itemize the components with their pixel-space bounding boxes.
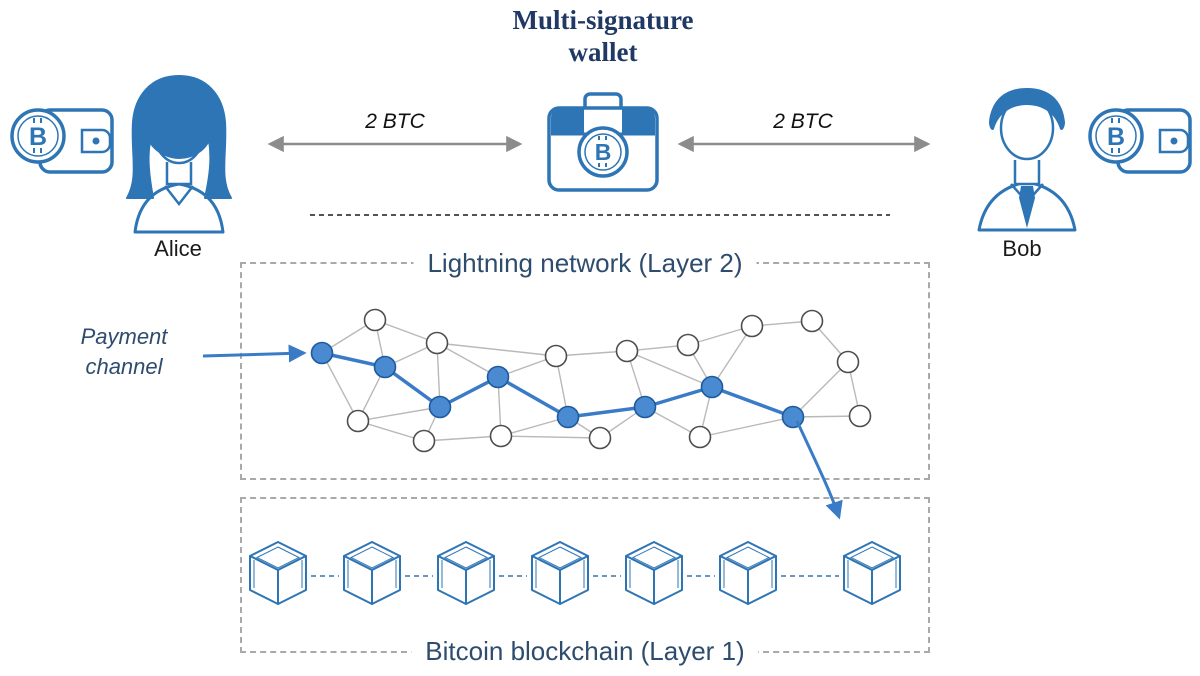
route-node xyxy=(373,355,397,379)
wallet-clasp-dot xyxy=(92,137,100,145)
payment-channel-label: Payment channel xyxy=(44,322,204,381)
diagram-title-line1: Multi-signature xyxy=(512,5,694,35)
payment-entry-arrow xyxy=(202,344,307,363)
network-edge xyxy=(436,342,499,378)
block-cube-icon xyxy=(625,541,683,605)
network-edge xyxy=(500,435,601,439)
multisig-briefcase-icon: B xyxy=(547,92,659,192)
route-node xyxy=(556,405,580,429)
payment-route-path xyxy=(320,351,795,419)
settlement-exit-arrow xyxy=(795,420,843,520)
network-edge xyxy=(321,352,359,422)
network-edge xyxy=(555,350,628,357)
blockchain-blocks xyxy=(249,541,901,605)
network-node xyxy=(412,429,436,453)
network-edge xyxy=(699,416,794,438)
network-node xyxy=(425,331,449,355)
network-edge xyxy=(423,435,502,442)
route-node xyxy=(310,341,334,365)
network-node xyxy=(615,339,639,363)
block-cube-icon xyxy=(531,541,589,605)
diagram-title: Multi-signature wallet xyxy=(453,4,753,69)
block-cube-icon xyxy=(437,541,495,605)
block-cube-icon xyxy=(249,541,307,605)
blockchain-layer-title: Bitcoin blockchain (Layer 1) xyxy=(411,636,759,667)
network-node xyxy=(346,409,370,433)
network-edge xyxy=(626,350,713,388)
route-node xyxy=(633,395,657,419)
route-node xyxy=(781,405,805,429)
network-edge xyxy=(357,406,441,422)
lightning-network-graph xyxy=(310,308,872,453)
lightning-layer-title: Lightning network (Layer 2) xyxy=(413,248,757,279)
left-amount-label: 2 BTC xyxy=(365,110,425,133)
network-edge xyxy=(357,420,425,442)
alice-name-label: Alice xyxy=(154,236,202,261)
network-node xyxy=(363,308,387,332)
bitcoin-wallet-icon: B xyxy=(1088,108,1192,174)
route-node xyxy=(700,375,724,399)
network-node xyxy=(489,424,513,448)
network-node xyxy=(676,333,700,357)
network-node xyxy=(688,425,712,449)
bitcoin-coin-icon xyxy=(577,126,629,178)
route-node xyxy=(486,365,510,389)
network-edge xyxy=(792,361,849,418)
payment-channel-line2: channel xyxy=(85,353,163,379)
block-cube-icon xyxy=(843,541,901,605)
route-node xyxy=(428,395,452,419)
network-edge xyxy=(500,416,569,437)
bob-tie xyxy=(1019,186,1035,228)
network-edge xyxy=(711,325,753,388)
wallet-clasp-dot xyxy=(1170,137,1178,145)
bob-name-label: Bob xyxy=(1002,236,1042,261)
bitcoin-b-glyph: B xyxy=(1107,123,1125,151)
bitcoin-b-glyph: B xyxy=(595,139,612,165)
bitcoin-wallet-icon: B xyxy=(10,108,114,174)
bitcoin-coin-icon xyxy=(10,108,66,164)
network-node xyxy=(836,350,860,374)
right-amount-label: 2 BTC xyxy=(773,110,833,133)
network-node xyxy=(588,426,612,450)
network-node xyxy=(848,404,872,428)
network-node xyxy=(800,309,824,333)
network-node xyxy=(544,344,568,368)
bob-avatar xyxy=(977,88,1077,232)
block-cube-icon xyxy=(343,541,401,605)
payment-channel-line1: Payment xyxy=(80,324,168,349)
bitcoin-b-glyph: B xyxy=(29,123,47,151)
block-cube-icon xyxy=(719,541,777,605)
diagram-title-line2: wallet xyxy=(568,37,638,68)
network-edge xyxy=(436,342,557,357)
network-node xyxy=(740,314,764,338)
alice-hair xyxy=(126,75,232,199)
bitcoin-coin-icon xyxy=(1088,108,1144,164)
bob-hair xyxy=(989,88,1065,131)
alice-avatar xyxy=(126,75,232,234)
